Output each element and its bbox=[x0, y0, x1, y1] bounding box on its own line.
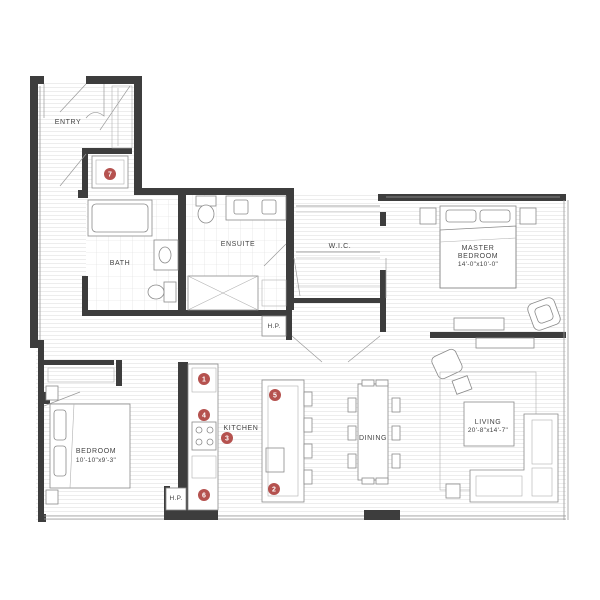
bedroom-bed bbox=[49, 403, 131, 489]
kitchen-island bbox=[261, 379, 313, 503]
svg-text:6: 6 bbox=[202, 493, 206, 500]
entry-closet bbox=[111, 85, 133, 149]
ensuite-vanity bbox=[225, 195, 287, 221]
marker-3: 3 bbox=[221, 432, 233, 444]
svg-text:5: 5 bbox=[273, 393, 277, 400]
master-bed bbox=[439, 205, 517, 289]
linen-closet bbox=[261, 279, 287, 307]
marker-6: 6 bbox=[198, 489, 210, 501]
tv-console bbox=[475, 337, 535, 349]
label-bedroom-dims: 10'-10"x9'-3" bbox=[76, 457, 117, 464]
bath-toilet bbox=[147, 281, 177, 303]
label-ensuite: ENSUITE bbox=[221, 241, 256, 248]
marker-2: 2 bbox=[268, 483, 280, 495]
bedroom-nightstand-top bbox=[45, 385, 59, 401]
label-master-1: MASTER bbox=[462, 245, 495, 252]
marker-4: 4 bbox=[198, 409, 210, 421]
bath-vanity bbox=[153, 239, 179, 271]
hp-lower-box bbox=[165, 487, 187, 511]
label-hp-upper: H.P. bbox=[267, 323, 280, 330]
nightstand-left bbox=[419, 207, 437, 225]
living-chair-1 bbox=[431, 348, 463, 380]
marker-5: 5 bbox=[269, 389, 281, 401]
master-armchair bbox=[527, 297, 561, 331]
markers: 1 2 3 4 5 6 7 bbox=[104, 168, 281, 501]
label-wic: W.I.C. bbox=[329, 243, 352, 250]
label-living: LIVING bbox=[475, 419, 502, 426]
wic-shelving bbox=[296, 205, 380, 287]
label-hp-lower: H.P. bbox=[169, 495, 182, 502]
bathtub bbox=[87, 199, 153, 237]
coffee-table bbox=[463, 401, 515, 447]
label-master-2: BEDROOM bbox=[458, 253, 498, 260]
side-table bbox=[451, 375, 473, 395]
label-bedroom: BEDROOM bbox=[76, 448, 116, 455]
windows bbox=[39, 86, 569, 520]
master-dresser bbox=[453, 317, 505, 331]
ensuite-toilet bbox=[195, 195, 217, 224]
svg-text:1: 1 bbox=[202, 377, 206, 384]
sectional-sofa bbox=[469, 413, 559, 503]
laundry-unit bbox=[91, 155, 129, 189]
label-kitchen: KITCHEN bbox=[224, 425, 259, 432]
label-entry: ENTRY bbox=[55, 119, 82, 126]
bedroom-closet bbox=[47, 367, 115, 383]
shower bbox=[187, 275, 259, 311]
kitchen-counter bbox=[187, 363, 219, 511]
label-master-dims: 14'-0"x10'-0" bbox=[458, 261, 499, 268]
room-labels: ENTRY BATH ENSUITE W.I.C. MASTER BEDROOM… bbox=[55, 119, 509, 502]
hp-upper-box bbox=[261, 315, 287, 337]
label-bath: BATH bbox=[110, 260, 131, 267]
marker-1: 1 bbox=[198, 373, 210, 385]
dining-table bbox=[347, 379, 401, 485]
svg-text:2: 2 bbox=[272, 487, 276, 494]
svg-text:4: 4 bbox=[202, 413, 206, 420]
bedroom-nightstand bbox=[45, 489, 59, 505]
svg-text:7: 7 bbox=[108, 172, 112, 179]
label-dining: DINING bbox=[359, 435, 387, 442]
nightstand-right bbox=[519, 207, 537, 225]
label-living-dims: 20'-8"x14'-7" bbox=[468, 427, 509, 434]
marker-7: 7 bbox=[104, 168, 116, 180]
end-table bbox=[445, 483, 461, 499]
svg-text:3: 3 bbox=[225, 436, 229, 443]
